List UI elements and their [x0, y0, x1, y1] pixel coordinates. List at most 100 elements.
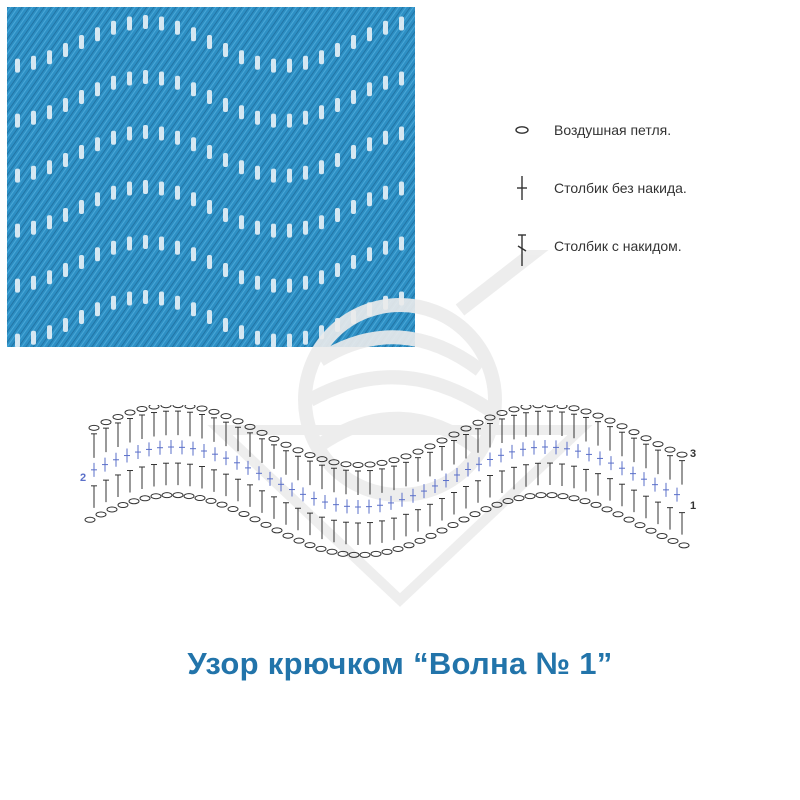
fabric-hole [383, 20, 388, 35]
chain-stitch [556, 405, 568, 410]
chain-stitch [293, 537, 305, 544]
fabric-hole [223, 43, 228, 58]
chain-stitch [88, 424, 100, 431]
fabric-hole [79, 309, 84, 324]
fabric-hole [207, 309, 212, 324]
chain-stitch [150, 493, 162, 500]
fabric-hole [287, 223, 292, 238]
fabric-hole [15, 168, 20, 183]
fabric-hole [271, 113, 276, 128]
fabric-hole [335, 208, 340, 223]
row-label-1: 1 [690, 500, 697, 512]
fabric-hole [143, 290, 148, 304]
fabric-hole [111, 185, 116, 200]
chain-stitch [183, 493, 195, 500]
chain-stitch [316, 456, 328, 463]
chain-stitch [106, 506, 118, 513]
fabric-hole [319, 160, 324, 175]
fabric-hole [63, 98, 68, 113]
fabric-hole [287, 278, 292, 293]
chain-stitch [532, 405, 544, 409]
fabric-hole [127, 71, 132, 86]
legend-item-single-crochet: Столбик без накида. [512, 176, 782, 234]
fabric-hole [287, 113, 292, 128]
chain-stitch [172, 492, 184, 499]
fabric-hole [303, 275, 308, 290]
fabric-hole [207, 34, 212, 49]
chain-stitch [268, 435, 280, 442]
fabric-hole [303, 55, 308, 70]
fabric-hole [79, 254, 84, 269]
fabric-hole [351, 199, 356, 214]
chain-stitch [447, 522, 459, 528]
fabric-hole [95, 192, 100, 207]
single-crochet-icon [517, 176, 527, 200]
chain-stitch [376, 459, 388, 466]
fabric-hole [239, 325, 244, 340]
fabric-hole [351, 89, 356, 104]
chain-stitch [414, 537, 426, 544]
fabric-hole [95, 302, 100, 317]
fabric-hole [255, 330, 260, 345]
fabric-hole [63, 43, 68, 58]
chain-stitch [424, 443, 436, 450]
stitch-legend: Воздушная петля. Столбик без накида. Сто… [512, 118, 782, 292]
fabric-hole [287, 333, 292, 347]
fabric-hole [191, 82, 196, 97]
chain-stitch [238, 510, 250, 517]
fabric-hole [287, 58, 292, 73]
chain-stitch [592, 412, 604, 419]
fabric-hole [399, 71, 404, 86]
chain-stitch [667, 537, 679, 544]
chain-stitch [280, 441, 292, 448]
fabric-hole [303, 330, 308, 345]
chain-stitch [623, 516, 635, 523]
fabric-hole [143, 235, 148, 249]
fabric-hole [319, 105, 324, 120]
chain-stitch [388, 457, 400, 464]
fabric-hole [79, 199, 84, 214]
chain-stitch [546, 492, 558, 499]
fabric-hole [175, 130, 180, 145]
fabric-hole [159, 126, 164, 141]
chain-stitch [604, 417, 616, 424]
fabric-hole [127, 291, 132, 306]
chain-stitch [403, 542, 415, 549]
fabric-hole [127, 181, 132, 196]
fabric-hole [63, 153, 68, 168]
chain-stitch [616, 423, 628, 430]
fabric-hole [255, 55, 260, 70]
legend-item-double-crochet: Столбик с накидом. [512, 234, 782, 292]
fabric-hole [63, 263, 68, 278]
fabric-hole [47, 325, 52, 340]
fabric-hole [143, 180, 148, 194]
legend-label-double-crochet: Столбик с накидом. [554, 238, 682, 254]
fabric-hole [255, 220, 260, 235]
row-label-2: 2 [80, 472, 87, 484]
chain-stitch [557, 493, 569, 500]
fabric-hole [383, 75, 388, 90]
fabric-hole [143, 70, 148, 84]
chain-stitch [469, 511, 481, 518]
chain-stitch [139, 495, 151, 502]
fabric-hole [351, 254, 356, 269]
fabric-hole [351, 34, 356, 49]
fabric-hole [47, 50, 52, 65]
chain-stitch [460, 425, 472, 432]
fabric-hole [271, 333, 276, 347]
chain-stitch [634, 522, 646, 529]
fabric-hole [287, 168, 292, 183]
chain-stitch [370, 550, 382, 557]
chain-stitch [425, 532, 437, 539]
chain-stitch [271, 527, 283, 534]
chain-stitch [580, 408, 592, 415]
fabric-hole [223, 263, 228, 278]
chain-stitch [205, 497, 217, 504]
legend-label-chain: Воздушная петля. [554, 122, 672, 138]
fabric-hole [95, 137, 100, 152]
fabric-hole [383, 240, 388, 255]
chain-stitch [256, 429, 268, 436]
legend-label-single-crochet: Столбик без накида. [554, 180, 687, 196]
chain-stitch [194, 495, 206, 502]
chain-stitch [412, 448, 424, 455]
